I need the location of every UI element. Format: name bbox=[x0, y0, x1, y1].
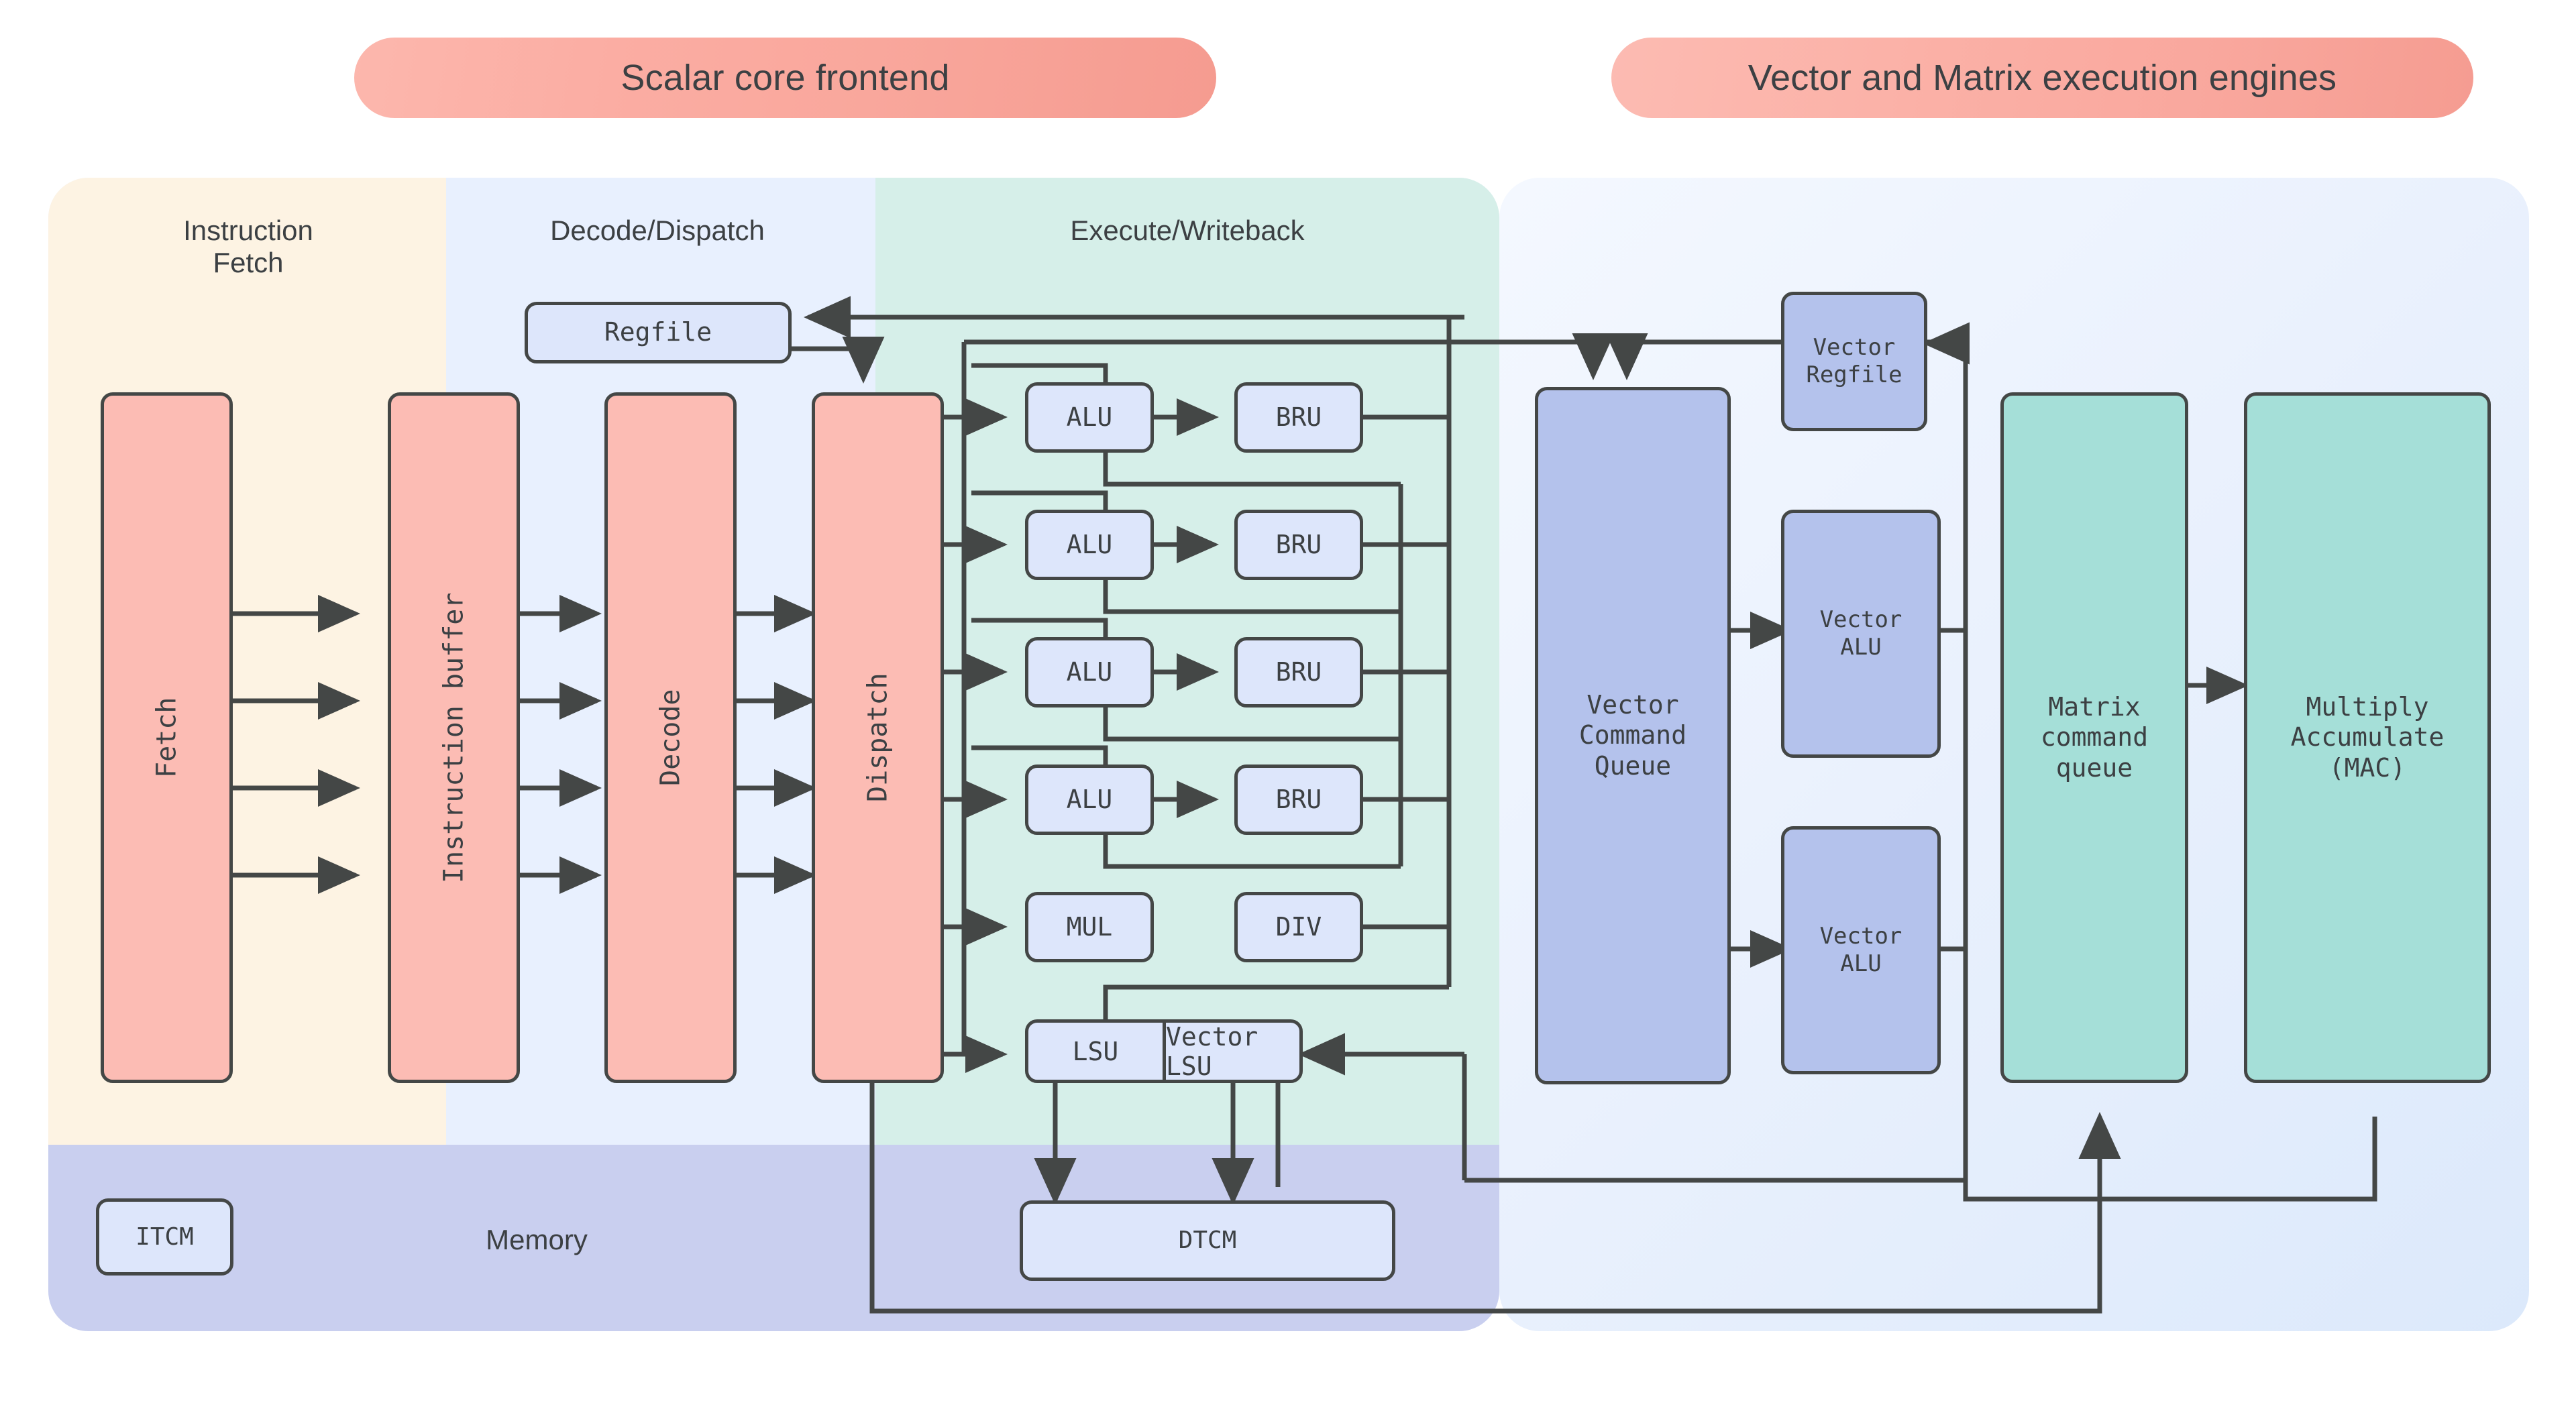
alu-block-3[interactable]: ALU bbox=[1025, 637, 1154, 708]
vector-alu-block-top[interactable]: Vector ALU bbox=[1781, 510, 1941, 758]
dtcm-block[interactable]: DTCM bbox=[1020, 1200, 1395, 1281]
decode-dispatch-label: Decode/Dispatch bbox=[550, 215, 765, 246]
scalar-header-label: Scalar core frontend bbox=[621, 58, 950, 98]
bru-block-3[interactable]: BRU bbox=[1234, 637, 1363, 708]
lsu-divider bbox=[1163, 1023, 1166, 1080]
div-block[interactable]: DIV bbox=[1234, 892, 1363, 962]
vector-regfile-block[interactable]: Vector Regfile bbox=[1781, 292, 1927, 431]
vector-lsu-block[interactable]: Vector LSU bbox=[1166, 1021, 1258, 1081]
matrix-command-queue-block[interactable]: Matrix command queue bbox=[2000, 392, 2188, 1083]
alu-block-2[interactable]: ALU bbox=[1025, 510, 1154, 580]
itcm-block[interactable]: ITCM bbox=[96, 1198, 233, 1276]
bru-block-2[interactable]: BRU bbox=[1234, 510, 1363, 580]
instruction-buffer-block[interactable]: Instruction buffer bbox=[388, 392, 520, 1083]
lsu-block[interactable]: LSU bbox=[1072, 1036, 1119, 1066]
mul-block[interactable]: MUL bbox=[1025, 892, 1154, 962]
bru-block-4[interactable]: BRU bbox=[1234, 765, 1363, 835]
vector-matrix-engines-header: Vector and Matrix execution engines bbox=[1611, 38, 2473, 118]
execute-writeback-label: Execute/Writeback bbox=[1070, 215, 1305, 246]
alu-block-1[interactable]: ALU bbox=[1025, 382, 1154, 453]
scalar-core-frontend-header: Scalar core frontend bbox=[354, 38, 1216, 118]
decode-block[interactable]: Decode bbox=[604, 392, 737, 1083]
mac-block[interactable]: Multiply Accumulate (MAC) bbox=[2244, 392, 2491, 1083]
vector-header-label: Vector and Matrix execution engines bbox=[1748, 58, 2337, 98]
memory-label: Memory bbox=[486, 1224, 588, 1255]
fetch-block[interactable]: Fetch bbox=[101, 392, 233, 1083]
instruction-fetch-label: Instruction Fetch bbox=[183, 215, 313, 279]
bru-block-1[interactable]: BRU bbox=[1234, 382, 1363, 453]
vector-alu-block-bottom[interactable]: Vector ALU bbox=[1781, 826, 1941, 1074]
dispatch-block[interactable]: Dispatch bbox=[812, 392, 944, 1083]
vector-command-queue-block[interactable]: Vector Command Queue bbox=[1535, 387, 1731, 1084]
regfile-block[interactable]: Regfile bbox=[525, 302, 792, 363]
execute-writeback-region bbox=[875, 178, 1499, 1145]
lsu-group: LSU Vector LSU bbox=[1025, 1019, 1303, 1083]
alu-block-4[interactable]: ALU bbox=[1025, 765, 1154, 835]
